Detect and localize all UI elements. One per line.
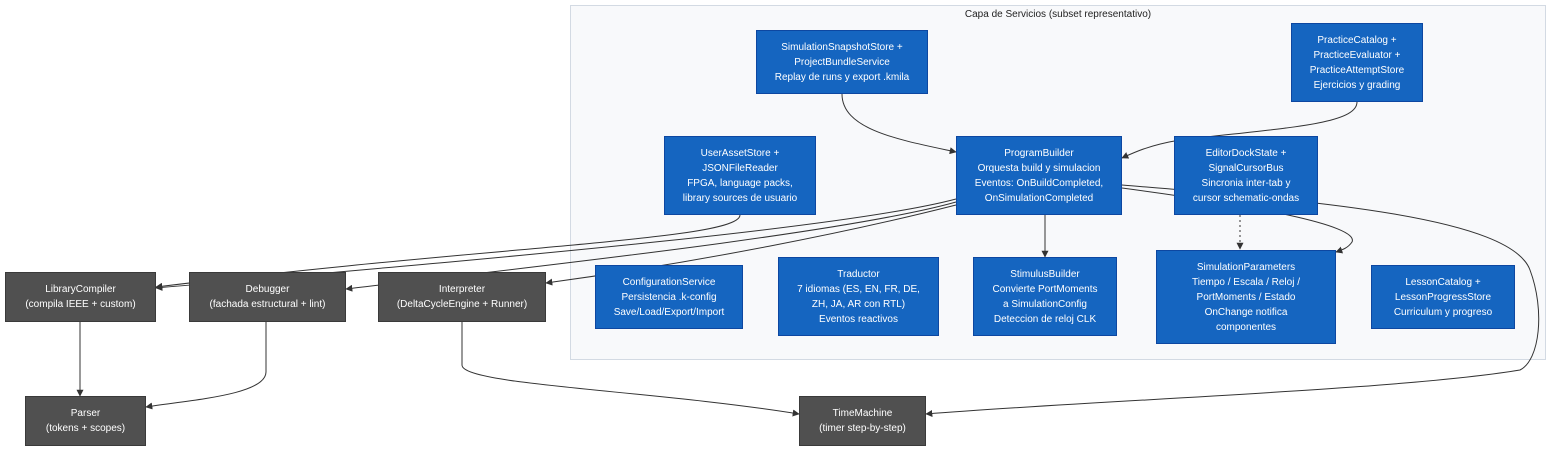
node-interpreter: Interpreter (DeltaCycleEngine + Runner) [378, 272, 546, 322]
node-program-builder-line-1: ProgramBuilder [1004, 147, 1074, 159]
node-user-asset-store: UserAssetStore + JSONFileReader FPGA, la… [664, 136, 816, 215]
node-snapshot-store-line-2: ProjectBundleService [794, 56, 890, 68]
node-practice-catalog-line-1: PracticeCatalog + [1317, 34, 1397, 46]
node-program-builder: ProgramBuilder Orquesta build y simulaci… [956, 136, 1122, 215]
node-configuration-service-line-3: Save/Load/Export/Import [613, 306, 725, 318]
node-time-machine-line-1: TimeMachine [832, 408, 893, 419]
node-debugger: Debugger (fachada estructural + lint) [189, 272, 346, 322]
edge-debugger-to-parser [145, 322, 267, 410]
node-snapshot-store-line-1: SimulationSnapshotStore + [781, 41, 903, 53]
node-library-compiler-line-2: (compila IEEE + custom) [25, 299, 136, 310]
node-interpreter-line-2: (DeltaCycleEngine + Runner) [396, 299, 528, 310]
node-lesson-catalog-line-1: LessonCatalog + [1405, 276, 1481, 288]
node-stimulus-builder-line-2: Convierte PortMoments [992, 283, 1098, 295]
node-lesson-catalog-line-2: LessonProgressStore [1394, 291, 1492, 303]
node-traductor: Traductor 7 idiomas (ES, EN, FR, DE, ZH,… [778, 257, 939, 336]
node-editor-dock-state-line-1: EditorDockState + [1205, 147, 1287, 159]
node-library-compiler: LibraryCompiler (compila IEEE + custom) [5, 272, 156, 322]
node-editor-dock-state-line-4: cursor schematic-ondas [1192, 192, 1300, 204]
node-simulation-parameters-line-3: PortMoments / Estado [1196, 291, 1296, 303]
node-user-asset-store-line-1: UserAssetStore + [700, 147, 780, 159]
node-parser-line-2: (tokens + scopes) [45, 423, 126, 434]
node-snapshot-store: SimulationSnapshotStore + ProjectBundleS… [756, 30, 928, 94]
node-time-machine: TimeMachine (timer step-by-step) [799, 396, 926, 446]
edge-builder-to-timemachine [925, 184, 1540, 417]
node-configuration-service-line-1: ConfigurationService [622, 276, 716, 288]
node-traductor-line-3: ZH, JA, AR con RTL) [811, 298, 906, 310]
node-snapshot-store-line-3: Replay de runs y export .kmila [774, 71, 910, 83]
node-stimulus-builder-line-4: Deteccion de reloj CLK [993, 313, 1097, 325]
node-editor-dock-state-line-2: SignalCursorBus [1208, 162, 1284, 174]
node-traductor-line-2: 7 idiomas (ES, EN, FR, DE, [797, 283, 920, 295]
node-stimulus-builder-line-1: StimulusBuilder [1010, 268, 1080, 280]
node-simulation-parameters-line-4: OnChange notifica [1204, 306, 1288, 318]
node-user-asset-store-line-2: JSONFileReader [702, 162, 778, 174]
node-program-builder-line-2: Orquesta build y simulacion [977, 162, 1101, 174]
edge-interp-to-timemachine [461, 322, 800, 417]
node-simulation-parameters-line-2: Tiempo / Escala / Reloj / [1191, 276, 1300, 288]
node-program-builder-line-3: Eventos: OnBuildCompleted, [974, 177, 1104, 189]
node-stimulus-builder: StimulusBuilder Convierte PortMoments a … [973, 257, 1117, 336]
node-traductor-line-1: Traductor [837, 268, 880, 280]
node-user-asset-store-line-4: library sources de usuario [682, 192, 798, 204]
node-editor-dock-state: EditorDockState + SignalCursorBus Sincro… [1174, 136, 1318, 215]
node-stimulus-builder-line-3: a SimulationConfig [1003, 298, 1087, 310]
node-practice-catalog-line-3: PracticeAttemptStore [1309, 64, 1405, 76]
node-simulation-parameters-line-1: SimulationParameters [1196, 261, 1296, 273]
node-practice-catalog-line-2: PracticeEvaluator + [1313, 49, 1401, 61]
edge-practice-to-builder [1121, 101, 1358, 159]
node-program-builder-line-4: OnSimulationCompleted [984, 192, 1094, 204]
node-practice-catalog-line-4: Ejercicios y grading [1313, 79, 1401, 91]
node-configuration-service: ConfigurationService Persistencia .k-con… [595, 265, 743, 329]
node-lesson-catalog: LessonCatalog + LessonProgressStore Curr… [1371, 265, 1515, 329]
node-parser-line-1: Parser [70, 408, 101, 419]
node-simulation-parameters-line-5: componentes [1215, 321, 1277, 333]
node-debugger-line-1: Debugger [245, 284, 290, 295]
node-time-machine-line-2: (timer step-by-step) [819, 423, 906, 434]
node-simulation-parameters: SimulationParameters Tiempo / Escala / R… [1156, 250, 1336, 344]
services-layer-title: Capa de Servicios (subset representativo… [964, 9, 1152, 20]
edge-userasset-to-libcomp [155, 214, 741, 290]
node-editor-dock-state-line-3: Sincronia inter-tab y [1201, 177, 1291, 189]
node-interpreter-line-1: Interpreter [438, 284, 486, 295]
edge-snapshot-to-builder [841, 93, 957, 155]
node-configuration-service-line-2: Persistencia .k-config [621, 291, 717, 303]
node-parser: Parser (tokens + scopes) [25, 396, 146, 446]
node-traductor-line-4: Eventos reactivos [819, 313, 898, 325]
node-practice-catalog: PracticeCatalog + PracticeEvaluator + Pr… [1291, 23, 1423, 102]
node-library-compiler-line-1: LibraryCompiler [45, 284, 116, 295]
node-lesson-catalog-line-3: Curriculum y progreso [1393, 306, 1493, 318]
node-debugger-line-2: (fachada estructural + lint) [209, 299, 326, 310]
node-user-asset-store-line-3: FPGA, language packs, [687, 177, 793, 189]
